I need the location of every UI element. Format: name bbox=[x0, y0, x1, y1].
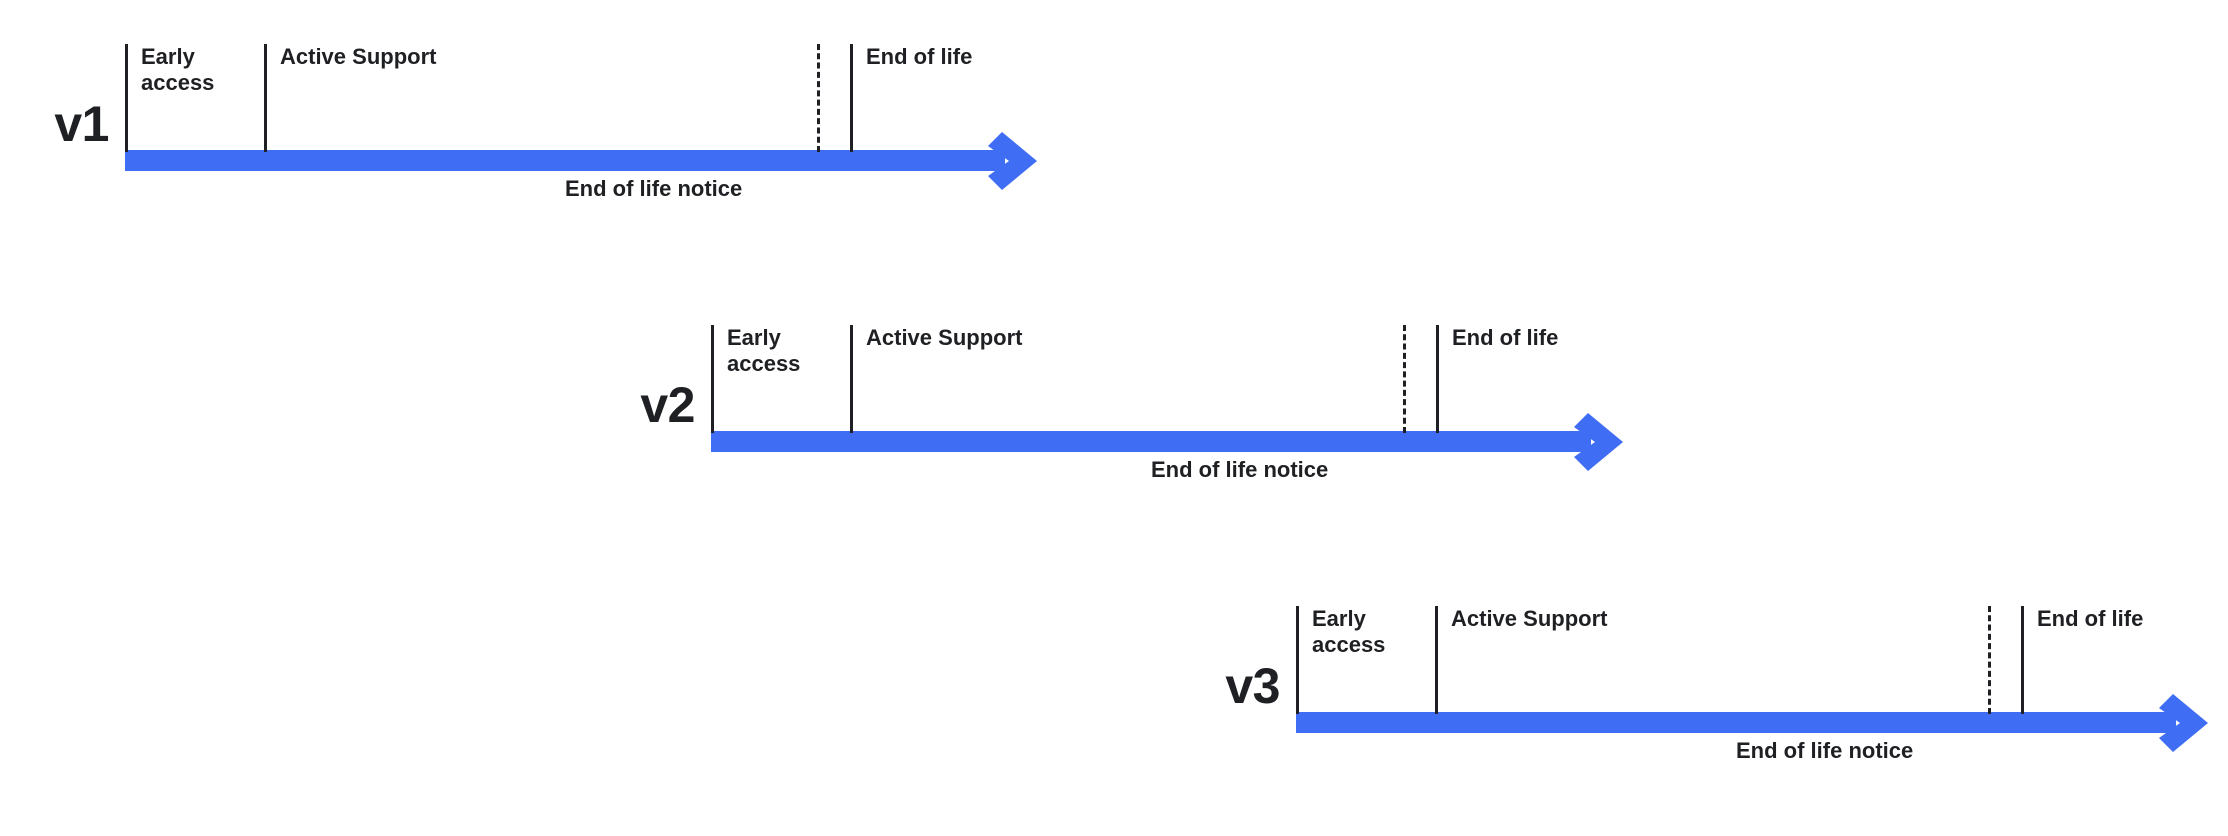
tick-active-support-start-v2 bbox=[850, 325, 853, 433]
phase-label-end-of-life-v3: End of life bbox=[2037, 606, 2144, 631]
tick-active-support-start-v1 bbox=[264, 44, 267, 152]
phase-label-end-of-life-v2: End of life bbox=[1452, 325, 1559, 350]
phase-label-end-of-life-v1: End of life bbox=[866, 44, 973, 69]
phase-label-active-support-v1: Active Support bbox=[280, 44, 437, 69]
tick-end-of-life-notice-v2 bbox=[1403, 325, 1406, 433]
notice-label-end-of-life-notice-v2: End of life notice bbox=[1151, 457, 1329, 482]
lifecycle-bar-v3 bbox=[1296, 712, 2176, 733]
version-label-v1: v1 bbox=[54, 96, 109, 152]
phase-label-active-support-v3: Active Support bbox=[1451, 606, 1608, 631]
tick-end-of-life-notice-v1 bbox=[817, 44, 820, 152]
phase-label-early-access-v2: Early access bbox=[727, 325, 801, 377]
phase-label-active-support-v2: Active Support bbox=[866, 325, 1023, 350]
lifecycle-bar-v1 bbox=[125, 150, 1005, 171]
version-label-v2: v2 bbox=[640, 377, 695, 433]
tick-early-access-start-v3 bbox=[1296, 606, 1299, 714]
tick-early-access-start-v1 bbox=[125, 44, 128, 152]
tick-end-of-life-start-v3 bbox=[2021, 606, 2024, 714]
phase-label-early-access-v3: Early access bbox=[1312, 606, 1386, 658]
tick-end-of-life-start-v2 bbox=[1436, 325, 1439, 433]
tick-end-of-life-start-v1 bbox=[850, 44, 853, 152]
tick-active-support-start-v3 bbox=[1435, 606, 1438, 714]
arrow-right-icon bbox=[2151, 686, 2225, 760]
notice-label-end-of-life-notice-v1: End of life notice bbox=[565, 176, 743, 201]
notice-label-end-of-life-notice-v3: End of life notice bbox=[1736, 738, 1914, 763]
tick-end-of-life-notice-v3 bbox=[1988, 606, 1991, 714]
lifecycle-bar-v2 bbox=[711, 431, 1591, 452]
release-lifecycle-diagram: v1 Early access Active Support End of li… bbox=[54, 44, 2225, 763]
arrow-right-icon bbox=[1566, 405, 1640, 479]
tick-early-access-start-v2 bbox=[711, 325, 714, 433]
arrow-right-icon bbox=[980, 124, 1054, 198]
phase-label-early-access-v1: Early access bbox=[141, 44, 215, 96]
version-label-v3: v3 bbox=[1225, 658, 1280, 714]
